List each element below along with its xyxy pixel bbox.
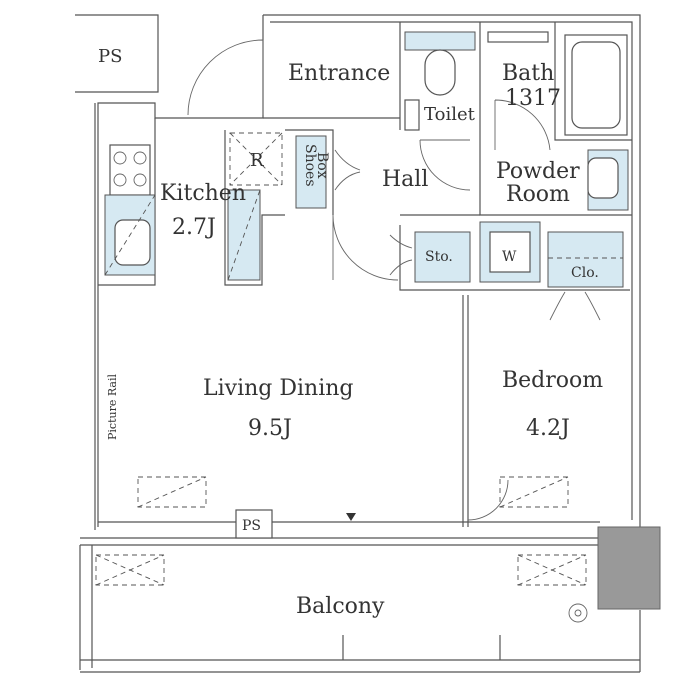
walls <box>75 14 641 673</box>
storage-row-wall <box>399 225 630 291</box>
balcony-label: Balcony <box>296 594 385 619</box>
hall-label: Hall <box>382 167 428 192</box>
kitchen-size-label: 2.7J <box>172 215 216 240</box>
storage-label: Sto. <box>425 249 453 265</box>
entrance-label: Entrance <box>288 61 390 86</box>
kitchen-counter-diag <box>104 194 156 276</box>
bedroom-label: Bedroom <box>502 368 603 393</box>
exterior-column <box>597 526 661 610</box>
hall-door-swing <box>332 214 399 281</box>
drain-icon <box>568 603 588 623</box>
living-dining-size-label: 9.5J <box>248 416 292 441</box>
shoes-box-door <box>334 149 361 191</box>
bath-tub-wall <box>554 22 632 141</box>
ac-units <box>95 476 587 586</box>
living-dining-label: Living Dining <box>203 376 354 401</box>
storage-box <box>414 231 471 283</box>
toilet-door-swing <box>419 139 471 191</box>
entrance-door-swing <box>187 39 264 116</box>
closet-box <box>547 231 624 288</box>
bedroom-window-swing <box>467 479 509 521</box>
closet-doors <box>549 291 601 321</box>
fridge-outline <box>229 132 283 186</box>
fridge-wall <box>224 130 285 286</box>
toilet-tank <box>404 31 476 51</box>
storage-door <box>389 234 413 276</box>
entry-arrow-icon <box>346 513 356 521</box>
kitchen-label: Kitchen <box>160 181 246 206</box>
bathtub-inner <box>571 41 621 129</box>
bath-size-label: 1317 <box>505 86 561 111</box>
closet-label: Clo. <box>571 265 599 281</box>
balcony-left-wall <box>79 545 93 670</box>
powder-sink <box>587 157 619 199</box>
balcony-dividers <box>342 635 501 660</box>
entrance-walls <box>263 22 401 130</box>
outer-wall-right <box>263 14 641 527</box>
shoes-box-label-2: Box <box>314 152 330 179</box>
toilet-bowl <box>424 49 456 96</box>
ps-bottom-label: PS <box>242 518 261 534</box>
toilet-label: Toilet <box>424 104 476 125</box>
bedroom-size-label: 4.2J <box>526 416 570 441</box>
shoes-box <box>295 135 327 209</box>
shoes-box-label-1: Shoes <box>302 144 318 187</box>
toilet-sink <box>404 99 420 131</box>
doors <box>187 39 601 521</box>
picture-rail-label: Picture Rail <box>106 374 119 440</box>
outer-wall-inner-line <box>270 21 633 520</box>
kitchen-sink <box>114 219 151 266</box>
stove <box>109 144 151 196</box>
living-bedroom-partition <box>462 295 469 527</box>
bath-shelf <box>487 31 549 43</box>
ps-top-label: PS <box>98 46 122 67</box>
ps-shaft-outline <box>75 14 159 93</box>
washer-label: W <box>502 249 517 265</box>
powder-room-label-2: Room <box>506 182 570 207</box>
fridge-label: R <box>250 150 264 171</box>
powder-room-label-1: Powder <box>496 159 580 184</box>
kitchen-wall <box>98 118 156 286</box>
window-wall <box>80 521 600 546</box>
bath-label: Bath <box>502 61 554 86</box>
ps-box-bottom <box>235 509 273 539</box>
balcony-railing <box>80 659 640 673</box>
bath-door-swing <box>494 99 551 151</box>
shoes-box-wall <box>285 129 334 215</box>
washer-inner <box>489 231 531 273</box>
